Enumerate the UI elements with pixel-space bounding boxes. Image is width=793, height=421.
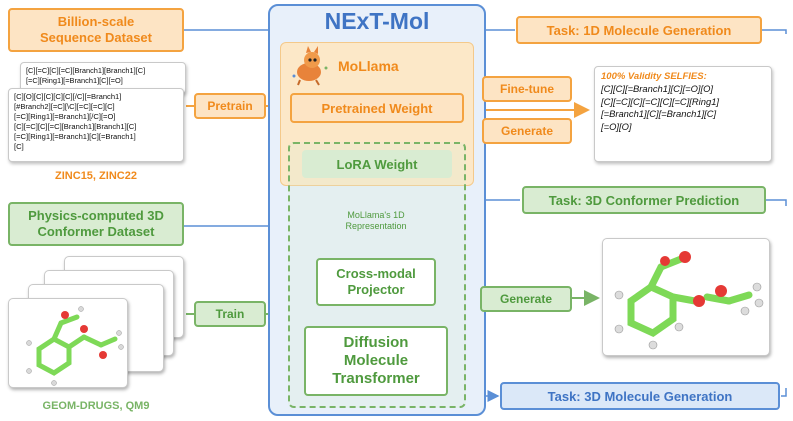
sequence-dataset-box: Billion-scale Sequence Dataset xyxy=(8,8,184,52)
nextmol-title: NExT-Mol xyxy=(324,7,430,34)
diffusion-transformer-box: Diffusion Molecule Transformer xyxy=(304,326,448,396)
task-3d-conformer-box: Task: 3D Conformer Prediction xyxy=(522,186,766,214)
sequence-card-front: [C][O][C][C][C][C][/C][=Branch1] [#Branc… xyxy=(8,88,184,162)
train-label: Train xyxy=(194,301,266,327)
generate-top-label: Generate xyxy=(482,118,572,144)
llama-mascot-icon xyxy=(292,46,328,86)
conformer-dataset-box: Physics-computed 3D Conformer Dataset xyxy=(8,202,184,246)
moleculama-label: MoLlama xyxy=(338,58,399,74)
lora-weight-box: LoRA Weight xyxy=(302,150,452,178)
generated-molecule-card xyxy=(602,238,770,356)
selfies-output-card: 100% Validity SELFIES: [C][C][=Branch1][… xyxy=(594,66,772,162)
conformer-card-front xyxy=(8,298,128,388)
cross-modal-projector-box: Cross-modal Projector xyxy=(316,258,436,306)
task-1d-generation-box: Task: 1D Molecule Generation xyxy=(516,16,762,44)
selfies-title: 100% Validity SELFIES: xyxy=(601,71,707,82)
selfies-body: [C][C][=Branch1][C][=O][O] [C][=C][C][=C… xyxy=(601,83,720,132)
conformer-dataset-caption: GEOM-DRUGS, QM9 xyxy=(42,400,150,412)
pretrain-label: Pretrain xyxy=(194,93,266,119)
representation-label: MoLlama's 1D Representation xyxy=(345,210,407,231)
generate-bottom-label: Generate xyxy=(480,286,572,312)
molecule-3d-image-left xyxy=(26,306,124,386)
molecule-3d-image-right xyxy=(614,251,764,350)
sequence-dataset-caption: ZINC15, ZINC22 xyxy=(55,170,137,182)
pretrained-weight-box: Pretrained Weight xyxy=(290,93,464,123)
fine-tune-label: Fine-tune xyxy=(482,76,572,102)
task-3d-generation-box: Task: 3D Molecule Generation xyxy=(500,382,780,410)
